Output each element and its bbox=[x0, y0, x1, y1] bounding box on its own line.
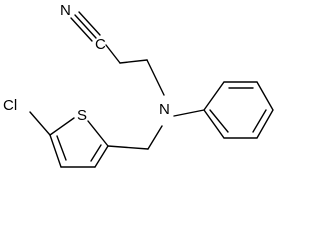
bond-c-cl bbox=[29, 111, 51, 136]
thiophene-ring bbox=[49, 117, 109, 168]
amine-n-label: N bbox=[159, 101, 170, 118]
bond-n-phenyl bbox=[173, 109, 205, 117]
nitrile-triple-bond bbox=[70, 11, 101, 42]
chlorine-label: Cl bbox=[3, 97, 17, 114]
bond-n-ch2 bbox=[147, 125, 163, 150]
thiophene-s-label: S bbox=[77, 107, 87, 124]
nitrile-c-label: C bbox=[95, 36, 106, 53]
nitrile-n-label: N bbox=[60, 2, 71, 19]
bond-cn-ch2 bbox=[105, 44, 121, 64]
phenyl-ring bbox=[203, 81, 274, 139]
bond-ch2-thiophene bbox=[107, 145, 149, 150]
molecule-structure: N C N S Cl bbox=[3, 2, 274, 168]
bond-ch2-n bbox=[146, 59, 165, 96]
bond-ch2-ch2 bbox=[119, 59, 148, 64]
